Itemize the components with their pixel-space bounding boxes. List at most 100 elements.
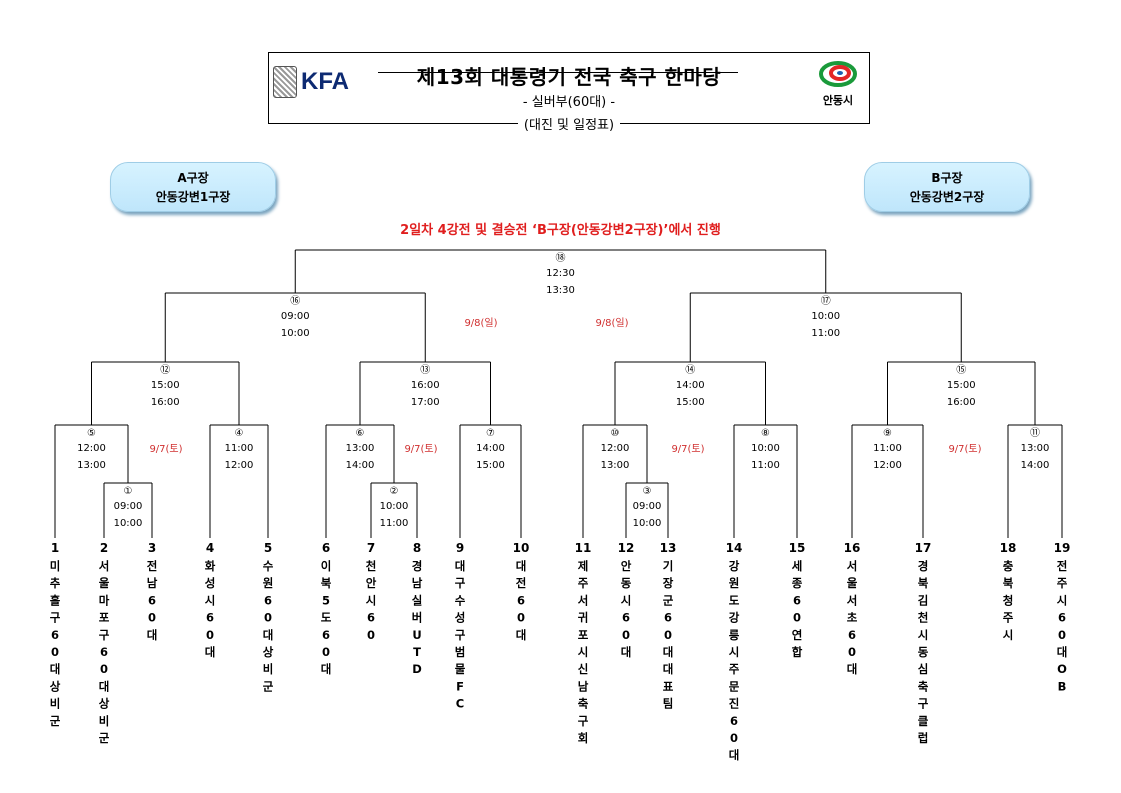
team-number: 17	[915, 541, 932, 555]
match-time-start: 10:00	[751, 443, 780, 454]
match-time-start: 10:00	[811, 311, 840, 322]
team-number: 19	[1054, 541, 1071, 555]
match-time-start: 11:00	[873, 443, 902, 454]
kfa-logo: KFA	[273, 66, 349, 98]
match-time-end: 10:00	[281, 328, 310, 339]
match-time-start: 12:00	[601, 443, 630, 454]
match-time-start: 14:00	[676, 380, 705, 391]
match-number: ⑧	[761, 428, 770, 439]
match-number: ⑩	[611, 428, 620, 439]
match-number: ⑰	[821, 295, 831, 307]
match-time-end: 10:00	[633, 518, 662, 529]
match-number: ⑯	[290, 295, 300, 307]
match-time-end: 16:00	[151, 397, 180, 408]
match-time-start: 13:00	[346, 443, 375, 454]
match-number: ⑱	[556, 252, 566, 264]
andong-logo: 안동시	[808, 60, 868, 108]
team-number: 5	[264, 541, 272, 555]
match-time-start: 15:00	[947, 380, 976, 391]
match-time-end: 13:00	[77, 460, 106, 471]
match-number: ⑨	[883, 428, 892, 439]
date-label: 9/7(토)	[404, 444, 437, 455]
match-time-start: 12:30	[546, 268, 575, 279]
match-time-start: 10:00	[380, 501, 409, 512]
date-label: 9/7(토)	[149, 444, 182, 455]
venue-a-name: A구장	[177, 171, 209, 185]
match-time-end: 14:00	[1021, 460, 1050, 471]
match-time-end: 12:00	[873, 460, 902, 471]
match-time-end: 16:00	[947, 397, 976, 408]
match-time-end: 14:00	[346, 460, 375, 471]
team-number: 6	[322, 541, 330, 555]
match-number: ②	[390, 486, 399, 497]
schedule-label: (대진 및 일정표)	[517, 118, 621, 133]
match-time-end: 13:00	[601, 460, 630, 471]
match-time-start: 09:00	[281, 311, 310, 322]
match-time-start: 11:00	[225, 443, 254, 454]
team-number: 4	[206, 541, 214, 555]
schedule-rule	[378, 72, 738, 73]
match-number: ⑪	[1030, 427, 1040, 439]
venue-b-badge: B구장 안동강변2구장	[864, 162, 1030, 212]
match-time-start: 09:00	[633, 501, 662, 512]
venue-b-name: B구장	[931, 171, 963, 185]
match-time-start: 13:00	[1021, 443, 1050, 454]
kfa-logo-text: KFA	[301, 68, 349, 95]
team-number: 13	[660, 541, 677, 555]
match-time-end: 17:00	[411, 397, 440, 408]
match-time-start: 14:00	[476, 443, 505, 454]
team-number: 15	[789, 541, 806, 555]
date-label: 9/8(일)	[464, 317, 497, 329]
venue-a-badge: A구장 안동강변1구장	[110, 162, 276, 212]
team-number: 1	[51, 541, 59, 555]
match-number: ⑥	[356, 428, 365, 439]
date-label: 9/8(일)	[595, 317, 628, 329]
team-number: 11	[575, 541, 592, 555]
match-number: ③	[643, 486, 652, 497]
schedule-label-wrap: (대진 및 일정표)	[268, 114, 870, 133]
venue-b-place: 안동강변2구장	[909, 190, 985, 204]
page-subtitle: - 실버부(60대) -	[522, 95, 616, 110]
match-number: ⑮	[956, 364, 966, 376]
match-number: ④	[235, 428, 244, 439]
team-number: 16	[844, 541, 861, 555]
match-time-end: 12:00	[225, 460, 254, 471]
team-number: 8	[413, 541, 421, 555]
team-number: 2	[100, 541, 108, 555]
match-time-end: 11:00	[380, 518, 409, 529]
match-time-start: 09:00	[114, 501, 143, 512]
match-time-end: 10:00	[114, 518, 143, 529]
team-number: 10	[513, 541, 530, 555]
page-title: 제13회 대통령기 전국 축구 한마당	[416, 65, 722, 89]
match-time-start: 15:00	[151, 380, 180, 391]
andong-logo-text: 안동시	[822, 94, 854, 107]
kfa-emblem-icon	[273, 66, 297, 98]
match-number: ⑤	[87, 428, 96, 439]
team-number: 9	[456, 541, 464, 555]
match-number: ⑬	[420, 364, 430, 376]
match-number: ⑭	[685, 364, 695, 376]
match-number: ⑫	[160, 364, 170, 376]
match-number: ⑦	[486, 428, 495, 439]
match-time-start: 12:00	[77, 443, 106, 454]
match-time-end: 11:00	[751, 460, 780, 471]
match-time-end: 11:00	[811, 328, 840, 339]
team-number: 12	[618, 541, 635, 555]
